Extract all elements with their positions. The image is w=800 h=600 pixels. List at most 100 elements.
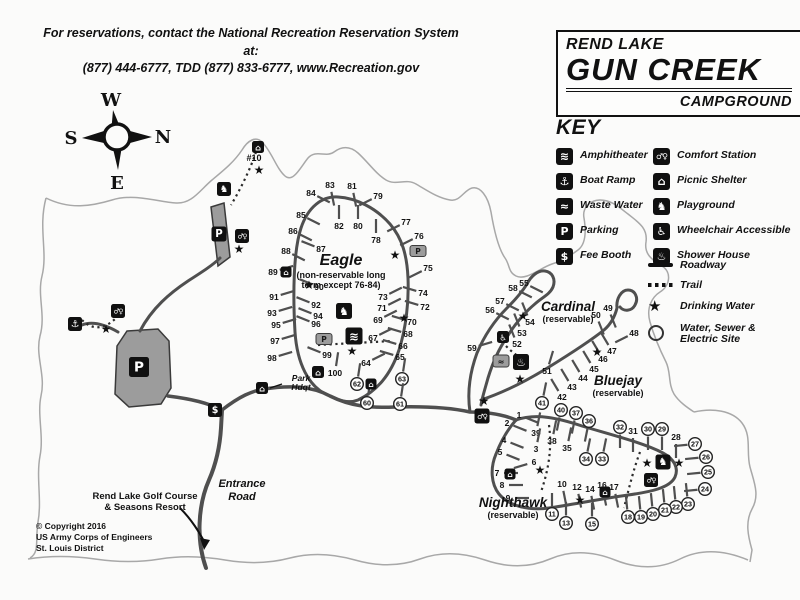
key-item-label: Water, Sewer & Electric Site (680, 321, 756, 345)
reservation-info: For reservations, contact the National R… (35, 25, 467, 78)
site-spur (536, 428, 542, 443)
wheelchair-accessible-icon-glyph: ♿ (499, 333, 506, 343)
site-number: 37 (572, 409, 580, 418)
site-number: 75 (423, 263, 433, 273)
waste-water-icon (492, 354, 510, 368)
site-number: 92 (311, 300, 321, 310)
trail-cardinal (505, 345, 521, 359)
water-sewer-electric-site-circle (641, 422, 656, 437)
site-number: 73 (378, 292, 388, 302)
waste-water-icon-glyph: ≈ (498, 357, 505, 367)
bluejay-loop-note: (reservable) (592, 388, 644, 398)
site-spur (307, 346, 321, 354)
compass-label-left: S (65, 128, 78, 149)
site-spur (306, 217, 321, 226)
key-item-label: Trail (680, 279, 702, 292)
site-number: 99 (322, 350, 332, 360)
water-sewer-electric-site-circle (582, 414, 597, 429)
site-number: 42 (557, 392, 567, 402)
playground-icon-glyph: ♞ (220, 184, 229, 195)
amphitheater-icon-glyph: ≋ (349, 330, 359, 344)
water-sewer-electric-site-circle (655, 422, 670, 437)
site-spur (352, 192, 358, 207)
boat-ramp-icon (68, 317, 82, 331)
comfort-station-icon (644, 473, 658, 487)
site-spur (382, 338, 397, 346)
site-spur (547, 350, 555, 365)
entrance-road (197, 408, 224, 570)
boat-ramp-icon-glyph: ⚓ (71, 319, 80, 330)
trail-nighthawk-west (539, 424, 552, 493)
cardinal-loop-note: (reservable) (542, 314, 594, 324)
park-headquarters-label: Park Hdqt (291, 373, 311, 393)
key-item-label: Boat Ramp (580, 174, 636, 186)
playground-icon-glyph: ♞ (658, 457, 667, 468)
compass-label-top: W (100, 90, 122, 111)
site-spur (583, 428, 589, 442)
picnic-shelter-icon (599, 486, 611, 498)
site-number: 52 (512, 339, 522, 349)
site-number: 30 (644, 425, 652, 434)
drinking-water-star: ★ (101, 322, 112, 336)
shower-house-icon: ♨ (653, 248, 670, 265)
playground-icon (217, 182, 231, 196)
site-number: 51 (542, 366, 552, 376)
parking-icon-glyph: P (215, 229, 223, 240)
trail-10 (230, 151, 258, 206)
parking-icon: P (556, 223, 573, 240)
site-spur (478, 340, 493, 348)
key-item-label: Playground (677, 199, 735, 211)
site-number: 41 (538, 399, 546, 408)
trail-boat-ramp (81, 317, 117, 329)
site-number: 47 (607, 346, 617, 356)
site-spur (673, 443, 688, 448)
site-number: 18 (624, 513, 632, 522)
cardinal-loop-label: Cardinal (reservable) (528, 299, 608, 324)
key-items: ≋Amphitheater♂♀Comfort Station⚓Boat Ramp… (556, 148, 794, 265)
comfort-station-icon: ♂♀ (653, 148, 670, 165)
key-item: Trail (648, 278, 794, 291)
site-spur (590, 495, 596, 510)
nighthawk-loop-road (490, 415, 678, 511)
site-number: 68 (403, 329, 413, 339)
nighthawk-loop-label: Nighthawk (reservable) (466, 495, 560, 520)
site-number: 67 (368, 333, 378, 343)
site-spur (299, 278, 313, 286)
site-number: 98 (267, 353, 277, 363)
drinking-water-star: ★ (234, 242, 245, 256)
bluejay-loop-road (479, 288, 639, 402)
cardinal-loop-name: Cardinal (540, 299, 595, 314)
site-number: 20 (649, 510, 657, 519)
site-spur (542, 382, 548, 396)
golf-course-label: Rend Lake Golf Course & Seasons Resort (92, 491, 198, 513)
site-number: 86 (288, 226, 298, 236)
title-box: REND LAKE GUN CREEK CAMPGROUND (556, 30, 800, 117)
site-number: 80 (353, 221, 363, 231)
site-spur (400, 383, 405, 397)
site-number: 76 (414, 231, 424, 241)
site-spur (278, 305, 293, 313)
site-spur (282, 317, 297, 325)
site-spur (386, 224, 401, 233)
site-number: 25 (704, 468, 712, 477)
site-spur (550, 378, 560, 392)
site-spur (510, 441, 524, 449)
site-number: 8 (500, 480, 505, 490)
site-spur (505, 303, 520, 312)
water-sewer-electric-site-circle (545, 507, 560, 522)
compass-arm-left (82, 131, 104, 143)
site-spur (296, 296, 310, 304)
site-number: 94 (313, 311, 323, 321)
picnic-shelter-icon (504, 468, 516, 480)
site-number: 89 (268, 267, 278, 277)
picnic-shelter-icon (365, 378, 377, 390)
water-sewer-electric-site-circle (595, 452, 610, 467)
key-item: Water, Sewer & Electric Site (648, 321, 794, 346)
site-number: 21 (661, 506, 669, 515)
water-sewer-electric-site-circle (688, 437, 703, 452)
shoreline (27, 138, 757, 568)
site-number: 29 (658, 425, 666, 434)
site-number: 49 (603, 303, 613, 313)
site-number: 4 (502, 435, 507, 445)
key-item-label: Parking (580, 224, 619, 236)
